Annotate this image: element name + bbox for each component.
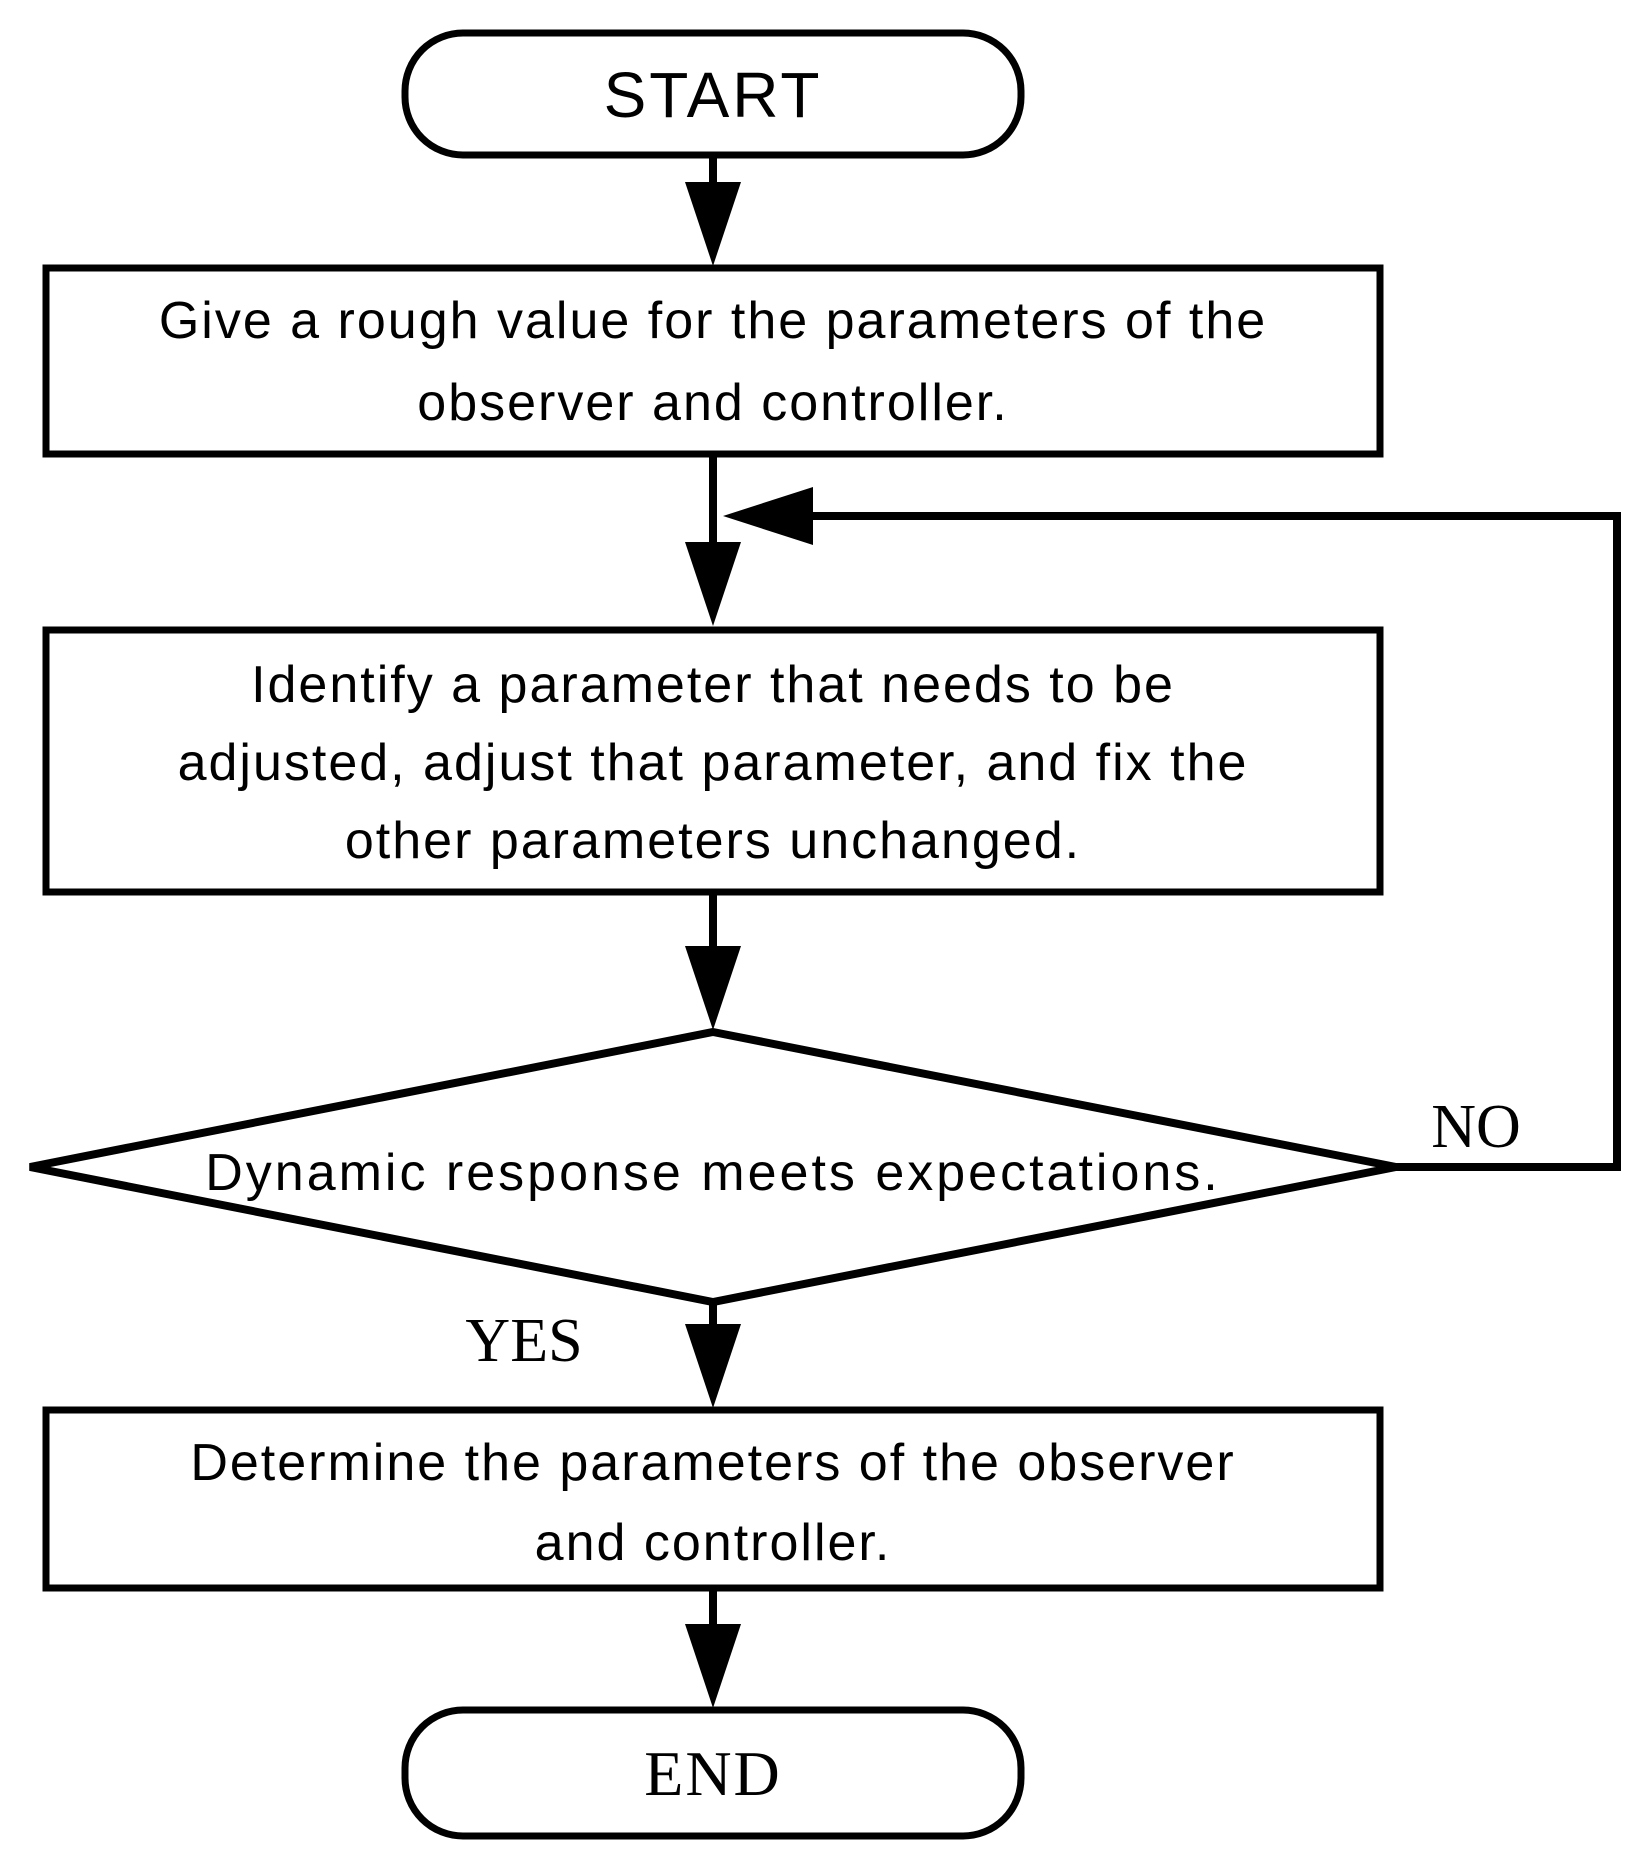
connector-step1-to-step2 bbox=[685, 454, 741, 626]
step1-line-1: Give a rough value for the parameters of… bbox=[159, 292, 1267, 350]
step2-line-2: adjusted, adjust that parameter, and fix… bbox=[178, 734, 1249, 792]
step2-line-3: other parameters unchanged. bbox=[345, 812, 1081, 870]
connector-step3-to-end bbox=[685, 1588, 741, 1708]
process-step3-shape bbox=[42, 1406, 1384, 1592]
arrowhead-down-icon bbox=[685, 946, 741, 1030]
arrowhead-down-icon bbox=[685, 1324, 741, 1408]
decision-label: Dynamic response meets expectations. bbox=[205, 1144, 1221, 1202]
connector-step2-to-decision bbox=[685, 892, 741, 1030]
process-step2: Identify a parameter that needs to be ad… bbox=[42, 626, 1384, 896]
decision-node: Dynamic response meets expectations. bbox=[29, 1027, 1397, 1307]
arrowhead-left-icon bbox=[723, 487, 813, 545]
process-step3: Determine the parameters of the observer… bbox=[42, 1406, 1384, 1592]
step3-line-1: Determine the parameters of the observer bbox=[190, 1434, 1235, 1492]
feedback-path bbox=[813, 512, 1621, 1171]
no-feedback-loop: NO bbox=[723, 487, 1621, 1171]
connector-start-to-step1 bbox=[685, 155, 741, 266]
yes-branch-label: YES bbox=[465, 1307, 582, 1375]
arrowhead-down-icon bbox=[685, 1624, 741, 1708]
start-label: START bbox=[604, 59, 823, 131]
process-step2-shape bbox=[42, 626, 1384, 896]
step2-line-1: Identify a parameter that needs to be bbox=[251, 656, 1175, 714]
end-label: END bbox=[644, 1738, 782, 1809]
process-step1-shape bbox=[42, 264, 1384, 458]
end-terminator-shape bbox=[401, 1706, 1025, 1840]
connector-decision-to-step3: YES bbox=[465, 1302, 741, 1408]
start-node: START bbox=[401, 29, 1025, 159]
step1-line-2: observer and controller. bbox=[417, 374, 1008, 432]
end-node: END bbox=[401, 1706, 1025, 1840]
no-branch-label: NO bbox=[1431, 1093, 1521, 1161]
arrowhead-down-icon bbox=[685, 542, 741, 626]
step3-line-2: and controller. bbox=[535, 1514, 892, 1572]
process-step1: Give a rough value for the parameters of… bbox=[42, 264, 1384, 458]
arrowhead-down-icon bbox=[685, 182, 741, 266]
